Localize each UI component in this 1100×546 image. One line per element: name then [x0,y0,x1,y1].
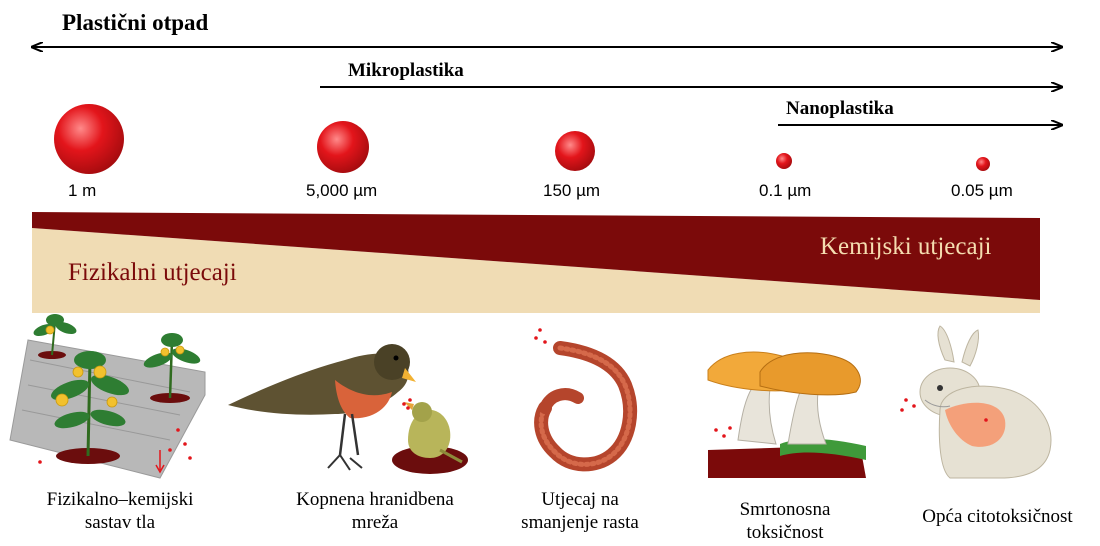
size-label-3: 150 µm [543,181,600,201]
particle-150um [555,131,595,171]
rabbit-icon [900,326,1051,478]
size-label-4: 0.1 µm [759,181,811,201]
caption-growth-line2: smanjenje rasta [495,511,665,534]
caption-lethal-line2: toksičnost [700,521,870,544]
size-label-2: 5,000 µm [306,181,377,201]
nanoplastics-label: Nanoplastika [786,98,894,120]
caption-lethal-line1: Smrtonosna [700,498,870,521]
microplastics-label: Mikroplastika [348,60,464,82]
particle-0-1um [776,153,792,169]
physical-effects-label: Fizikalni utjecaji [68,259,237,287]
caption-food-web: Kopnena hranidbena mreža [265,488,485,534]
caption-growth: Utjecaj na smanjenje rasta [495,488,665,534]
earthworm-icon [534,328,630,464]
particle-0-05um [976,157,990,171]
bird-feeding-chick-icon [228,344,468,474]
mushrooms-icon [708,352,866,478]
size-label-5: 0.05 µm [951,181,1013,201]
caption-food-web-line1: Kopnena hranidbena [265,488,485,511]
caption-food-web-line2: mreža [265,511,485,534]
caption-soil-line2: sastav tla [10,511,230,534]
particle-5000um [317,121,369,173]
chemical-effects-label: Kemijski utjecaji [820,233,991,261]
size-label-1: 1 m [68,181,96,201]
caption-growth-line1: Utjecaj na [495,488,665,511]
caption-soil: Fizikalno–kemijski sastav tla [10,488,230,534]
caption-soil-line1: Fizikalno–kemijski [10,488,230,511]
plastic-waste-label: Plastični otpad [62,10,208,36]
particle-1m [54,104,124,174]
caption-cytotoxicity-line1: Opća citotoksičnost [895,505,1100,528]
caption-lethal: Smrtonosna toksičnost [700,498,870,544]
tomato-plants-icon [10,314,205,478]
caption-cytotoxicity: Opća citotoksičnost [895,505,1100,528]
